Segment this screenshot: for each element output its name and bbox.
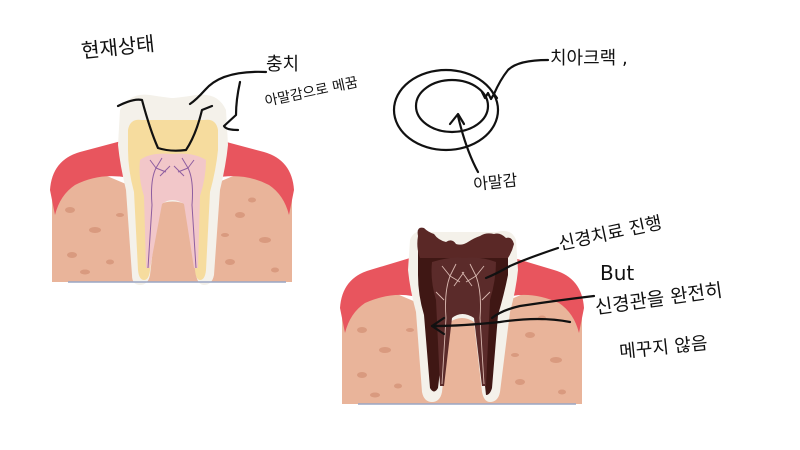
- left-tooth-pulp: [139, 153, 206, 268]
- right-gum-left: [340, 258, 428, 333]
- label-but: But: [600, 261, 634, 285]
- crack-outer-circle: [392, 68, 500, 152]
- label-root-canal-note-2: 메꾸지 않음: [618, 333, 708, 363]
- crack-inner-circle: [414, 78, 490, 134]
- right-bone-texture: [357, 315, 566, 398]
- amalgam-arrow: [456, 114, 480, 174]
- right-gum-right: [496, 258, 584, 333]
- crack-pointer-line: [492, 58, 550, 96]
- root-canal-tooth-illustration: [340, 227, 584, 405]
- annotation-ink: [188, 58, 596, 336]
- left-tooth-nerves: [147, 157, 197, 269]
- label-current-state: 현재상태: [80, 31, 156, 63]
- label-root-canal-note-1: 신경관을 완전히: [594, 279, 724, 319]
- cavity-pointer-line: [188, 70, 268, 106]
- right-tooth-nerves: [435, 263, 491, 385]
- amalgam-arrowhead: [448, 112, 466, 126]
- label-tooth-crack: 치아크랙 ,: [550, 48, 628, 69]
- root-canal-pointer: [484, 246, 560, 280]
- label-root-canal: 신경치료 진행: [557, 212, 664, 254]
- right-tooth-decay-crown: [417, 227, 514, 258]
- root-canal-note-pointer: [490, 294, 596, 320]
- incomplete-fill-arrowhead: [430, 316, 446, 336]
- left-bone-texture: [65, 197, 279, 275]
- label-cavity: 충치: [266, 54, 299, 75]
- label-cavity-note: 아말감으로 메꿈: [264, 75, 360, 110]
- right-bone: [342, 285, 582, 404]
- left-filling-outline: [116, 98, 214, 152]
- left-bone: [52, 167, 292, 282]
- healthy-tooth-illustration: [50, 94, 294, 285]
- right-tooth-pulp: [431, 257, 496, 386]
- amalgam-note-pointer: [222, 80, 242, 132]
- label-amalgam: 아말감: [472, 170, 518, 194]
